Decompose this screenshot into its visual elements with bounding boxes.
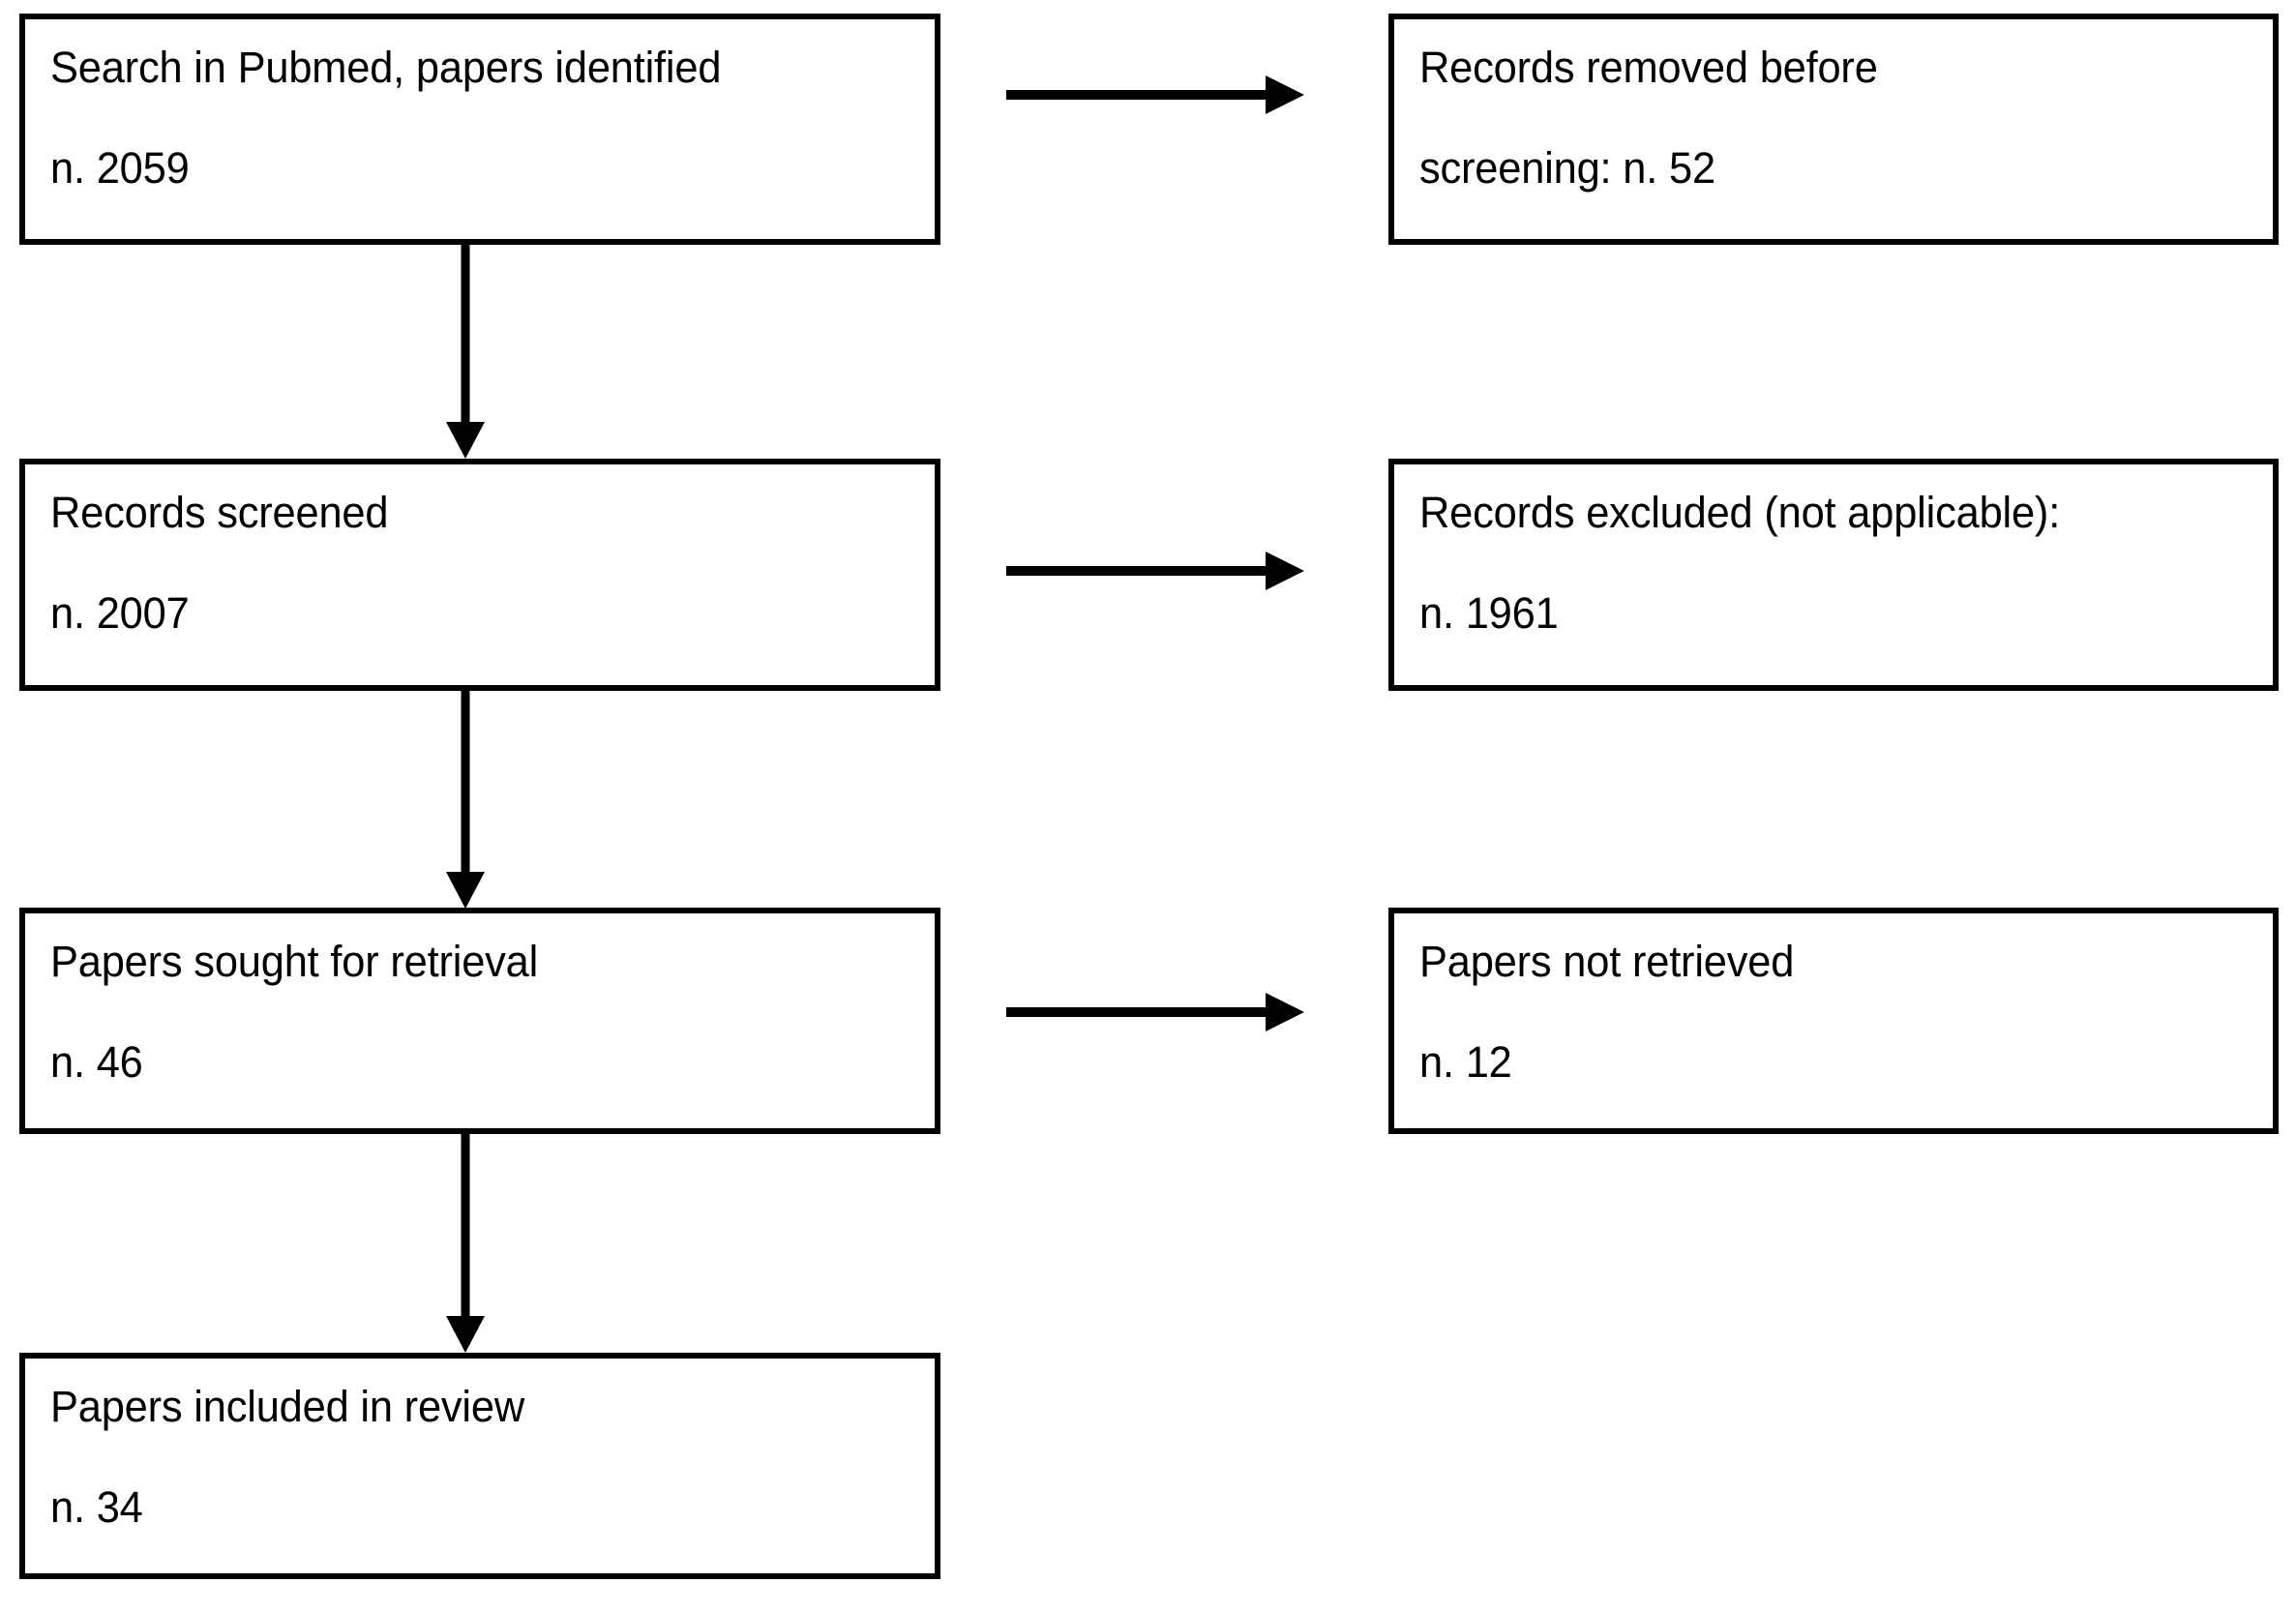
- box-papers-not-retrieved-count: n. 12: [1419, 1036, 1512, 1087]
- arrow-right-screened-to-excluded: [1006, 546, 1308, 596]
- box-papers-not-retrieved: Papers not retrieved n. 12: [1388, 908, 2279, 1134]
- arrow-right-sought-to-not-retrieved: [1006, 987, 1308, 1037]
- arrow-down-icon: [446, 1131, 485, 1353]
- box-records-identified-count: n. 2059: [50, 142, 190, 193]
- box-papers-included-in-review: Papers included in review n. 34: [19, 1353, 940, 1579]
- box-papers-sought-count: n. 46: [50, 1036, 143, 1087]
- box-records-identified-label: Search in Pubmed, papers identified: [50, 43, 722, 92]
- box-records-excluded: Records excluded (not applicable): n. 19…: [1388, 459, 2279, 691]
- box-records-removed-before-screening: Records removed before screening: n. 52: [1388, 14, 2279, 245]
- box-papers-included-label: Papers included in review: [50, 1382, 525, 1431]
- arrow-down-icon: [446, 242, 485, 459]
- arrow-right-icon: [1006, 993, 1304, 1031]
- box-papers-included-count: n. 34: [50, 1481, 143, 1532]
- box-papers-sought-for-retrieval: Papers sought for retrieval n. 46: [19, 908, 940, 1134]
- arrow-down-identified-to-screened: [440, 242, 491, 463]
- arrow-down-screened-to-sought: [440, 688, 491, 912]
- box-records-excluded-count: n. 1961: [1419, 587, 1559, 638]
- box-records-screened-count: n. 2007: [50, 587, 190, 638]
- box-papers-sought-label: Papers sought for retrieval: [50, 937, 539, 986]
- arrow-right-icon: [1006, 75, 1304, 114]
- arrow-down-icon: [446, 688, 485, 909]
- arrow-right-icon: [1006, 552, 1304, 590]
- arrow-down-sought-to-included: [440, 1131, 491, 1358]
- box-records-excluded-label: Records excluded (not applicable):: [1419, 488, 2061, 537]
- box-papers-not-retrieved-label: Papers not retrieved: [1419, 937, 1795, 986]
- box-records-identified: Search in Pubmed, papers identified n. 2…: [19, 14, 940, 245]
- box-records-removed-count: screening: n. 52: [1419, 142, 1715, 193]
- arrow-right-identified-to-removed: [1006, 70, 1308, 120]
- box-records-screened: Records screened n. 2007: [19, 459, 940, 691]
- box-records-removed-label: Records removed before: [1419, 43, 1878, 92]
- box-records-screened-label: Records screened: [50, 488, 389, 537]
